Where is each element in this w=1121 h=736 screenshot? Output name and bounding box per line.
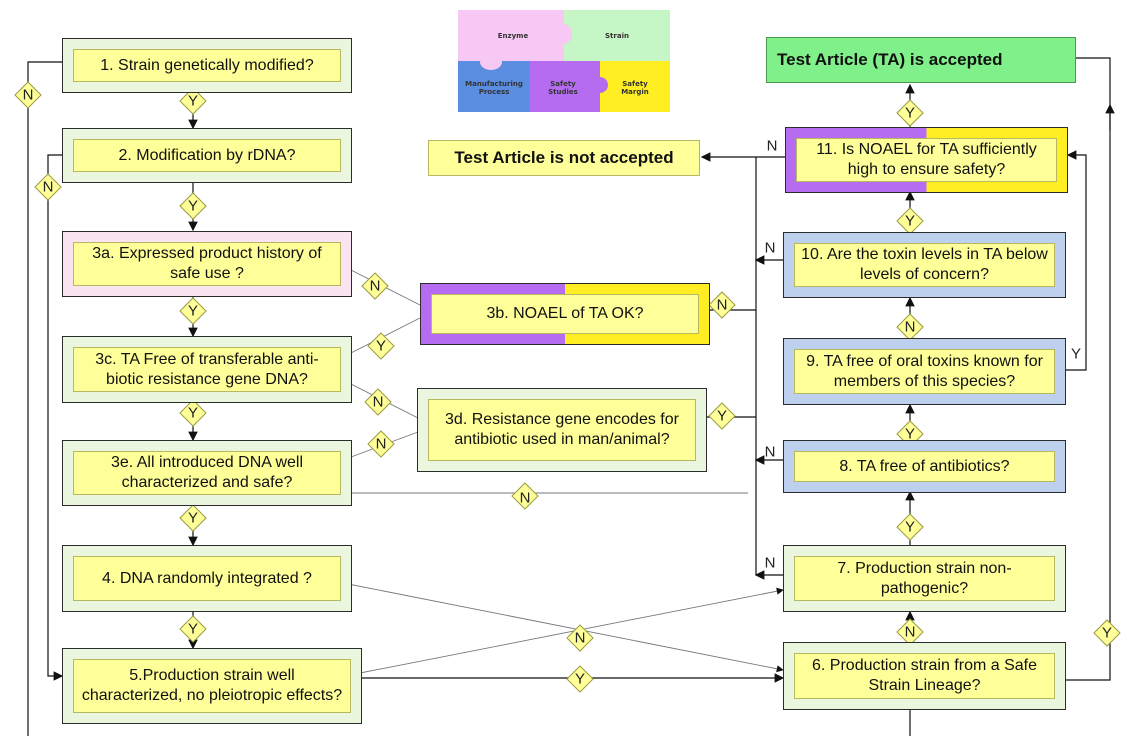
node-4-text: 4. DNA randomly integrated ? bbox=[73, 556, 341, 601]
label-n-3e: N bbox=[519, 489, 531, 507]
puzzle-enzyme-label: Enzyme bbox=[497, 32, 529, 40]
label-n-6: N bbox=[904, 623, 916, 641]
label-n-7: N bbox=[764, 554, 776, 572]
label-y-2-3a: Y bbox=[187, 197, 199, 215]
node-3a-text: 3a. Expressed product history of safe us… bbox=[73, 242, 341, 286]
node-3b-noael: 3b. NOAEL of TA OK? bbox=[420, 283, 710, 345]
label-y-1-2: Y bbox=[187, 92, 199, 110]
label-y-9: Y bbox=[1070, 345, 1082, 363]
puzzle-graphic: Enzyme Strain Manufacturing Process Safe… bbox=[458, 10, 670, 112]
label-n-1: N bbox=[22, 86, 34, 104]
label-y-3d: Y bbox=[716, 407, 728, 425]
node-3b-text: 3b. NOAEL of TA OK? bbox=[431, 294, 699, 334]
puzzle-knob bbox=[554, 24, 572, 44]
node-5-strain-characterized: 5.Production strain well characterized, … bbox=[62, 648, 362, 724]
puzzle-manufacturing-label: Manufacturing Process bbox=[465, 80, 523, 96]
node-6-safe-lineage: 6. Production strain from a Safe Strain … bbox=[783, 642, 1066, 710]
puzzle-strain bbox=[564, 10, 670, 61]
label-n-8: N bbox=[764, 443, 776, 461]
node-3a-safe-use-history: 3a. Expressed product history of safe us… bbox=[62, 231, 352, 297]
label-n-2: N bbox=[42, 178, 54, 196]
label-y-4-5: Y bbox=[187, 620, 199, 638]
node-3d-resistance-antibiotic: 3d. Resistance gene encodes for antibiot… bbox=[417, 388, 707, 472]
label-y-8: Y bbox=[904, 425, 916, 443]
node-3e-text: 3e. All introduced DNA well characterize… bbox=[73, 451, 341, 495]
puzzle-knob bbox=[592, 77, 608, 93]
label-y-5: Y bbox=[574, 670, 586, 688]
node-10-text: 10. Are the toxin levels in TA below lev… bbox=[794, 243, 1055, 287]
node-11-noael-sufficient: 11. Is NOAEL for TA sufficiently high to… bbox=[785, 127, 1068, 193]
node-8-antibiotics: 8. TA free of antibiotics? bbox=[783, 440, 1066, 493]
puzzle-strain-label: Strain bbox=[605, 32, 629, 40]
puzzle-safety-studies-label: Safety Studies bbox=[548, 80, 578, 96]
node-6-text: 6. Production strain from a Safe Strain … bbox=[794, 653, 1055, 699]
node-2-text: 2. Modification by rDNA? bbox=[73, 139, 341, 172]
label-n-9: N bbox=[904, 318, 916, 336]
label-n-4: N bbox=[574, 629, 586, 647]
label-y-3e-4: Y bbox=[187, 509, 199, 527]
node-9-text: 9. TA free of oral toxins known for memb… bbox=[794, 349, 1055, 394]
node-3c-resistance-gene: 3c. TA Free of transferable anti-biotic … bbox=[62, 336, 352, 403]
label-y-6-accepted: Y bbox=[1101, 624, 1113, 642]
puzzle-enzyme bbox=[458, 10, 564, 61]
node-3d-text: 3d. Resistance gene encodes for antibiot… bbox=[428, 399, 696, 461]
node-7-text: 7. Production strain non-pathogenic? bbox=[794, 556, 1055, 601]
node-4-dna-random: 4. DNA randomly integrated ? bbox=[62, 545, 352, 612]
puzzle-safety-margin-label: Safety Margin bbox=[621, 80, 649, 96]
label-y-3b-3c: Y bbox=[375, 337, 387, 355]
node-3e-dna-characterized: 3e. All introduced DNA well characterize… bbox=[62, 440, 352, 506]
label-n-11: N bbox=[766, 137, 778, 155]
node-3c-text: 3c. TA Free of transferable anti-biotic … bbox=[73, 347, 341, 392]
node-1-strain-modified: 1. Strain genetically modified? bbox=[62, 38, 352, 93]
label-n-3a: N bbox=[369, 277, 381, 295]
node-10-toxin-levels: 10. Are the toxin levels in TA below lev… bbox=[783, 232, 1066, 298]
test-article-not-accepted: Test Article is not accepted bbox=[428, 140, 700, 176]
puzzle-knob bbox=[480, 54, 502, 70]
label-n-3d: N bbox=[375, 435, 387, 453]
label-y-11: Y bbox=[904, 104, 916, 122]
puzzle-safety-studies bbox=[530, 61, 600, 112]
node-9-oral-toxins: 9. TA free of oral toxins known for memb… bbox=[783, 338, 1066, 405]
node-5-text: 5.Production strain well characterized, … bbox=[73, 659, 351, 713]
label-y-3a-3c: Y bbox=[187, 302, 199, 320]
label-n-3b: N bbox=[716, 296, 728, 314]
label-n-3c: N bbox=[372, 393, 384, 411]
puzzle-safety-margin bbox=[600, 61, 670, 112]
label-y-10: Y bbox=[904, 212, 916, 230]
label-n-10: N bbox=[764, 239, 776, 257]
node-11-text: 11. Is NOAEL for TA sufficiently high to… bbox=[796, 138, 1057, 182]
node-7-non-pathogenic: 7. Production strain non-pathogenic? bbox=[783, 545, 1066, 612]
node-2-modification-rdna: 2. Modification by rDNA? bbox=[62, 128, 352, 183]
node-8-text: 8. TA free of antibiotics? bbox=[794, 451, 1055, 482]
label-y-7: Y bbox=[904, 518, 916, 536]
label-y-3c-3e: Y bbox=[187, 404, 199, 422]
test-article-accepted: Test Article (TA) is accepted bbox=[766, 37, 1076, 83]
node-1-text: 1. Strain genetically modified? bbox=[73, 49, 341, 82]
